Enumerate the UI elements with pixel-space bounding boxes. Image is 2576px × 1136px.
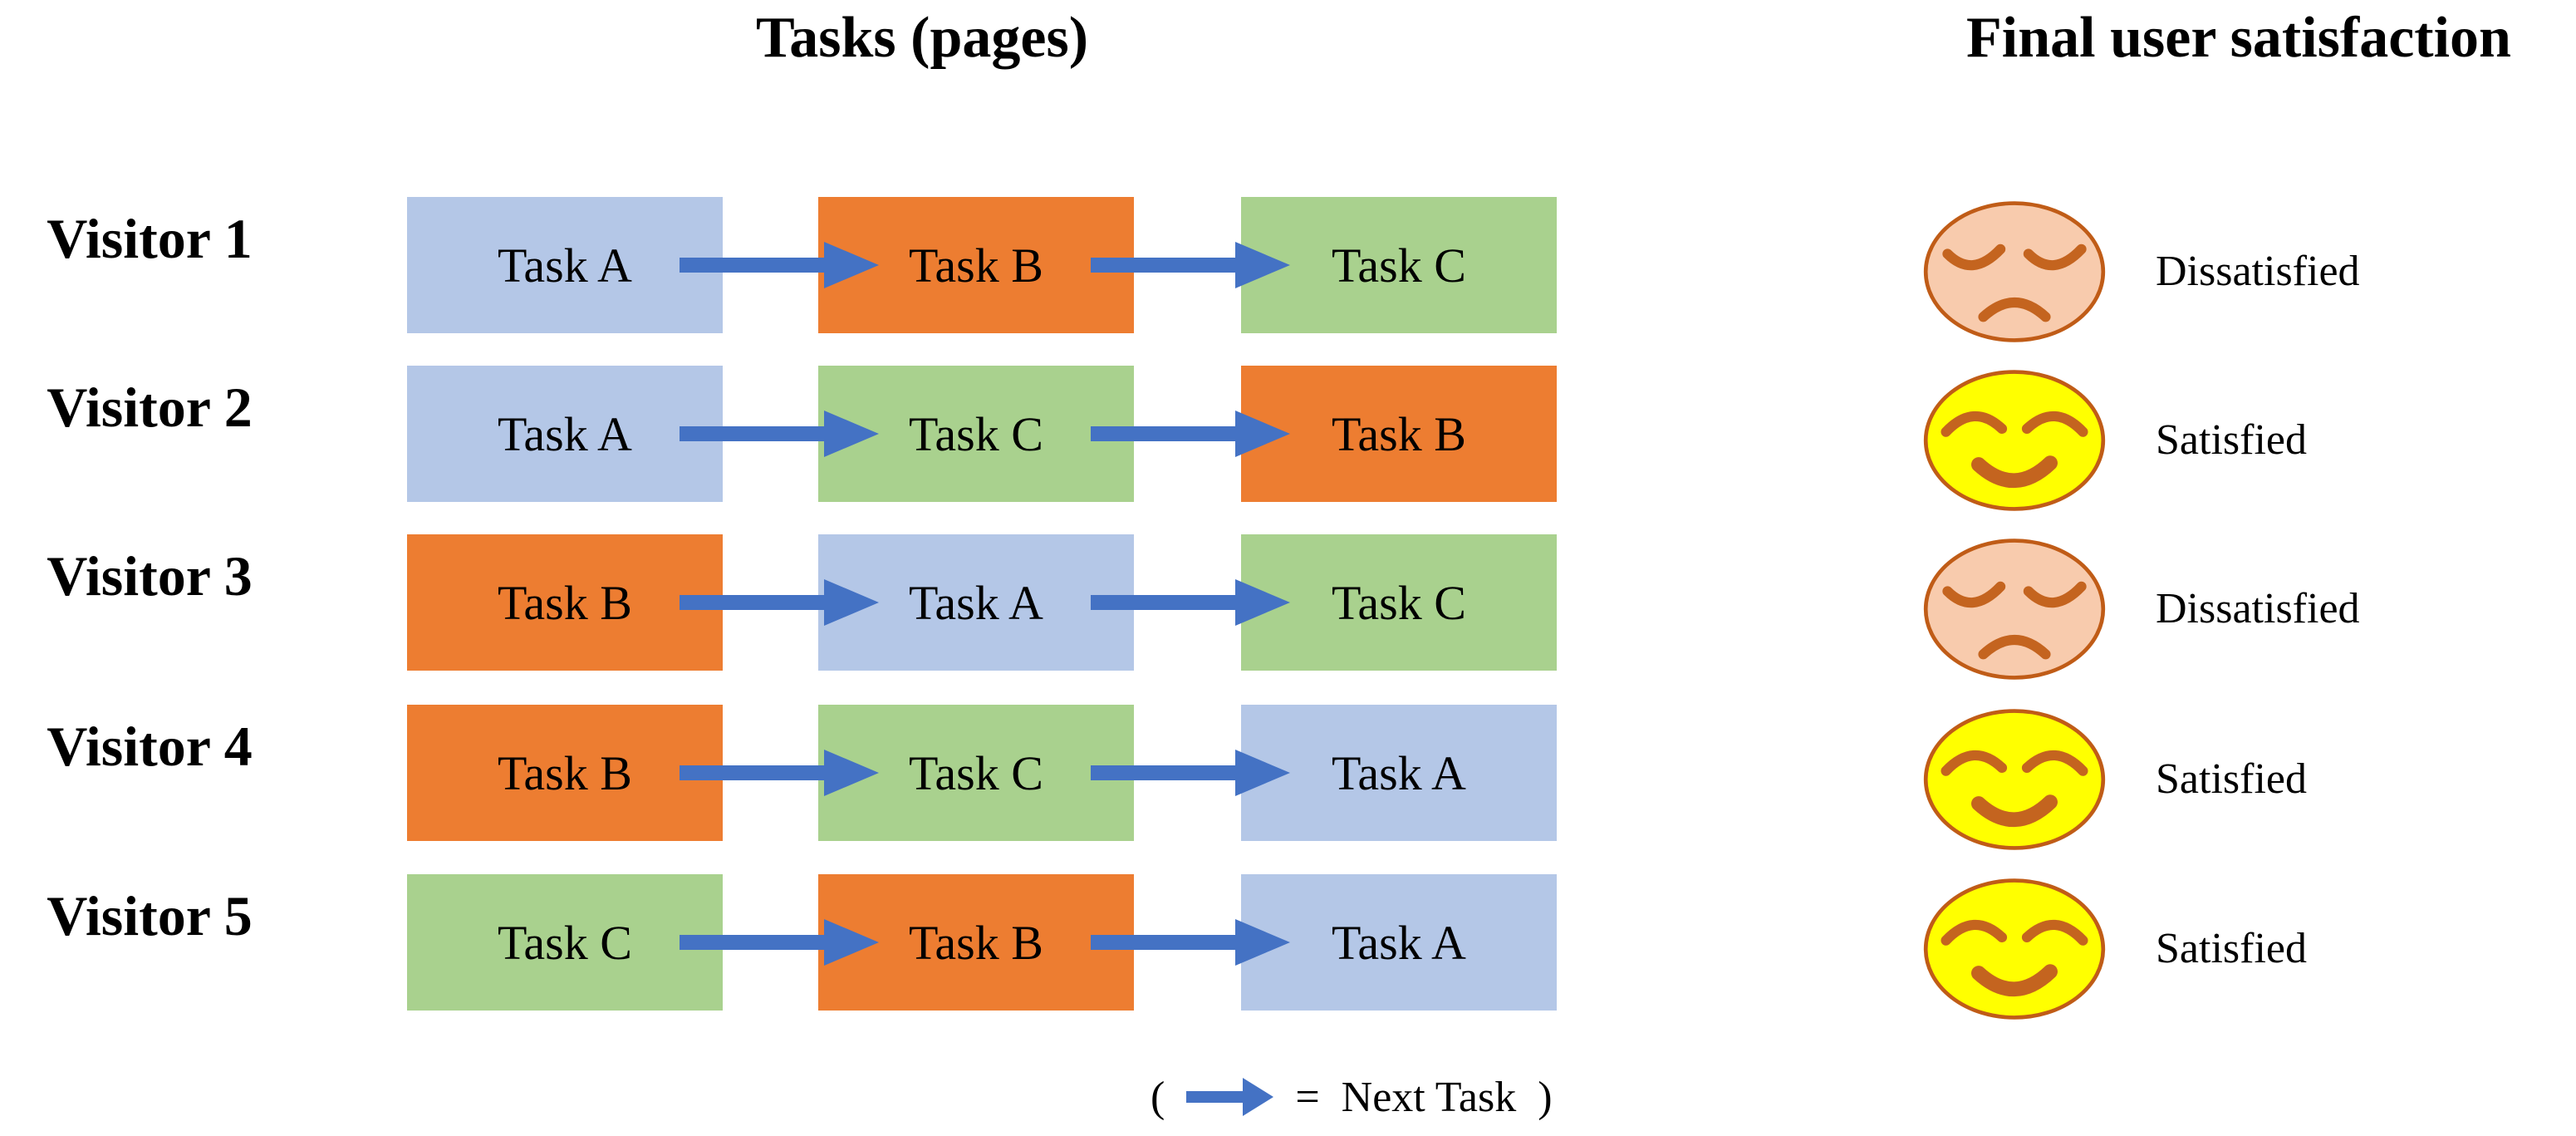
next-task-arrow-icon bbox=[1091, 411, 1290, 457]
task-box: Task C bbox=[407, 874, 723, 1011]
satisfaction-face-icon bbox=[1921, 875, 2108, 1023]
satisfaction-label: Dissatisfied bbox=[2156, 585, 2360, 632]
legend-close-paren: ) bbox=[1538, 1073, 1553, 1121]
visitor-row: Visitor 3 Task B Task A Task C Dissatisf… bbox=[0, 534, 2576, 680]
task-box: Task B bbox=[407, 705, 723, 841]
next-task-arrow-icon bbox=[680, 411, 879, 457]
next-task-arrow-icon bbox=[680, 579, 879, 626]
next-task-arrow-icon bbox=[1091, 750, 1290, 796]
next-task-arrow-icon bbox=[1091, 919, 1290, 966]
satisfaction-label: Satisfied bbox=[2156, 925, 2307, 972]
visitor-label: Visitor 4 bbox=[47, 715, 253, 778]
visitor-row: Visitor 5 Task C Task B Task A Satisfied bbox=[0, 874, 2576, 1020]
task-box: Task A bbox=[407, 366, 723, 502]
satisfaction-column-title: Final user satisfaction bbox=[1966, 6, 2511, 70]
task-box: Task A bbox=[1241, 705, 1557, 841]
task-box: Task A bbox=[407, 197, 723, 333]
visitor-label: Visitor 1 bbox=[47, 207, 253, 270]
next-task-arrow-icon bbox=[680, 242, 879, 288]
visitor-label: Visitor 2 bbox=[47, 376, 253, 439]
task-box: Task B bbox=[407, 534, 723, 671]
visitor-label: Visitor 5 bbox=[47, 884, 253, 947]
next-task-arrow-icon bbox=[1186, 1078, 1274, 1116]
visitor-label: Visitor 3 bbox=[47, 544, 253, 607]
next-task-arrow-icon bbox=[1091, 579, 1290, 626]
next-task-arrow-icon bbox=[1091, 242, 1290, 288]
legend-equals-sign: = bbox=[1295, 1073, 1320, 1121]
satisfaction-face-icon bbox=[1921, 366, 2108, 514]
satisfaction-label: Satisfied bbox=[2156, 755, 2307, 803]
satisfaction-face-icon bbox=[1921, 706, 2108, 853]
satisfaction-face-icon bbox=[1921, 198, 2108, 346]
tasks-column-title: Tasks (pages) bbox=[755, 6, 1089, 70]
task-box: Task C bbox=[1241, 534, 1557, 671]
visitor-row: Visitor 4 Task B Task C Task A Satisfied bbox=[0, 705, 2576, 850]
visitor-row: Visitor 1 Task A Task B Task C Dissatisf… bbox=[0, 197, 2576, 342]
visitor-row: Visitor 2 Task A Task C Task B Satisfied bbox=[0, 366, 2576, 511]
task-box: Task B bbox=[1241, 366, 1557, 502]
satisfaction-label: Satisfied bbox=[2156, 416, 2307, 464]
task-box: Task A bbox=[1241, 874, 1557, 1011]
task-box: Task C bbox=[1241, 197, 1557, 333]
satisfaction-face-icon bbox=[1921, 535, 2108, 683]
satisfaction-label: Dissatisfied bbox=[2156, 248, 2360, 295]
legend-open-paren: ( bbox=[1151, 1073, 1165, 1121]
legend: ( = Next Task ) bbox=[1151, 1067, 1553, 1127]
next-task-arrow-icon bbox=[680, 750, 879, 796]
legend-label: Next Task bbox=[1341, 1073, 1517, 1121]
next-task-arrow-icon bbox=[680, 919, 879, 966]
